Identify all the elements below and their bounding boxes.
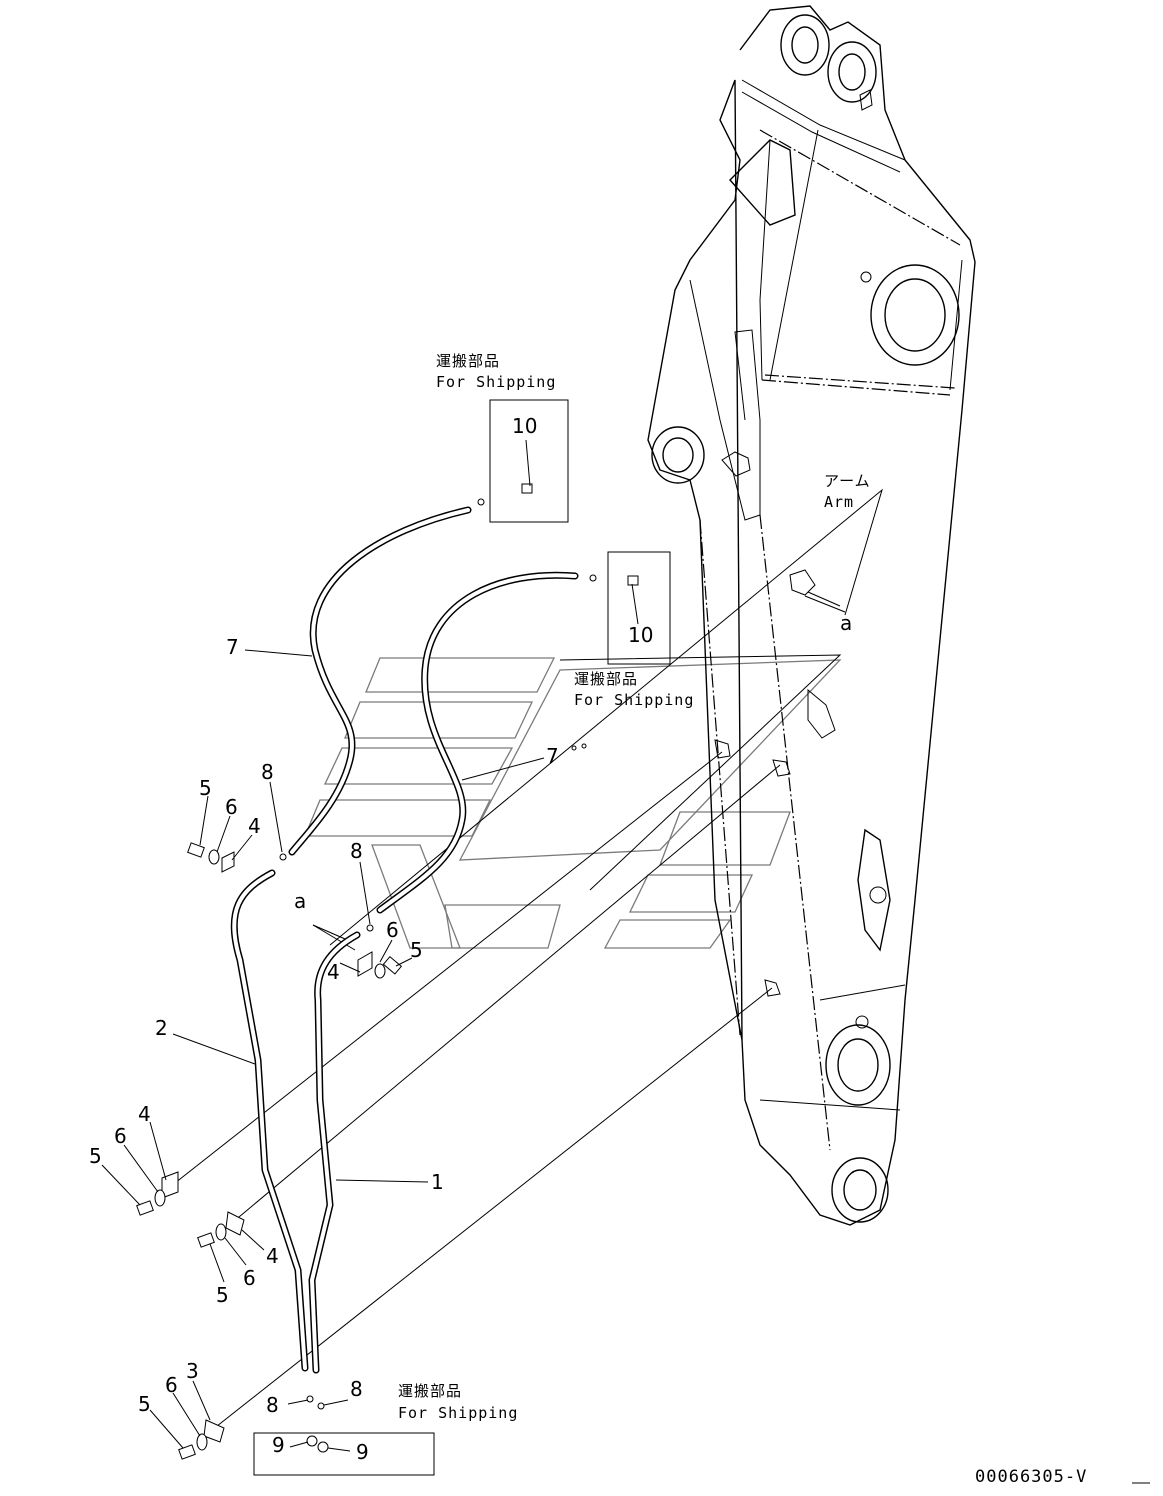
arm-label-en: Arm [824,493,854,511]
shipping-label-en: For Shipping [574,691,694,709]
callout-8: 8 [266,1393,279,1417]
hardware-cluster-lower-left [136,1171,245,1460]
tube-2 [230,869,309,1372]
shipping-label-en: For Shipping [398,1404,518,1422]
shipping-box-top: 運搬部品 For Shipping [436,352,569,523]
part-callouts: 10 10 7 7 5 6 4 8 8 6 5 4 a a 2 1 4 6 5 … [89,414,852,1464]
shipping-label-jp: 運搬部品 [436,352,500,370]
shipping-label-en: For Shipping [436,373,556,391]
callout-2: 2 [155,1016,168,1040]
callout-8: 8 [350,1377,363,1401]
callout-leaders [101,439,639,1452]
shipping-label-jp: 運搬部品 [398,1382,462,1400]
drawing-code: 00066305-V [975,1467,1087,1487]
callout-5: 5 [410,938,423,962]
leader-lines [174,488,883,1431]
plugs-and-orings [306,483,639,1453]
detail-marker-a: a [294,889,306,913]
callout-7: 7 [546,744,559,768]
callout-5: 5 [216,1283,229,1307]
callout-7: 7 [226,635,239,659]
callout-6: 6 [243,1266,256,1290]
hose-right [376,571,579,914]
callout-6: 6 [386,918,399,942]
callout-10: 10 [512,414,537,438]
callout-6: 6 [225,795,238,819]
callout-8: 8 [350,839,363,863]
callout-1: 1 [431,1170,444,1194]
callout-4: 4 [266,1244,279,1268]
shipping-box-bottom: 運搬部品 For Shipping [253,1382,518,1476]
callout-5: 5 [138,1392,151,1416]
tube-1 [308,931,361,1374]
arm-label-jp: アーム [824,472,871,490]
shipping-label-jp: 運搬部品 [574,670,638,688]
callout-5: 5 [89,1144,102,1168]
callout-4: 4 [327,960,340,984]
callout-9: 9 [272,1433,285,1457]
callout-10: 10 [628,623,653,647]
callout-6: 6 [114,1124,127,1148]
watermark-logo [304,657,842,949]
callout-4: 4 [138,1102,151,1126]
excavator-arm [647,5,976,1226]
hose-left [288,506,472,856]
callout-8: 8 [261,760,274,784]
callout-6: 6 [165,1373,178,1397]
detail-marker-a: a [840,611,852,635]
hardware-cluster-upper-left [187,842,287,873]
shipping-box-middle: 運搬部品 For Shipping [574,551,694,709]
callout-5: 5 [199,776,212,800]
callout-4: 4 [248,814,261,838]
callout-3: 3 [186,1359,199,1383]
callout-9: 9 [356,1440,369,1464]
